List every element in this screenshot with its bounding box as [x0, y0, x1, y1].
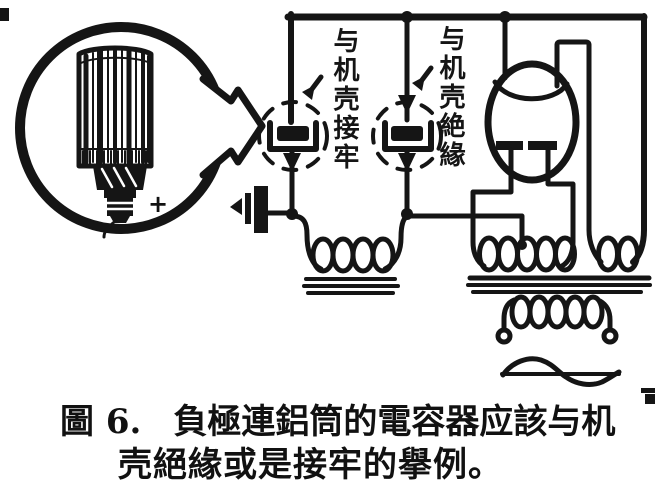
junction-dots — [286, 11, 527, 250]
filament-arc — [492, 79, 570, 102]
top-cap-wire — [554, 39, 604, 265]
pointer-arrow-mask — [203, 79, 263, 175]
primary-terminal — [601, 327, 619, 345]
capacitor-photo — [76, 45, 154, 239]
filter-choke-symbol — [290, 213, 411, 295]
capacitor-lead-wire — [102, 221, 115, 239]
polarity-plus-mark: + — [148, 190, 169, 218]
dashed-highlight-circle — [371, 100, 443, 172]
callout-label-insulate-from-chassis: 与机壳絶緣 — [435, 25, 465, 170]
callout-arrow-right — [412, 65, 434, 91]
chassis-connection-icon — [230, 186, 295, 233]
filter-capacitor-2 — [371, 14, 443, 216]
dashed-highlight-circle — [257, 100, 329, 172]
callout-label-attach-to-chassis: 与机壳接牢 — [329, 27, 359, 172]
arrowhead-icon — [398, 153, 416, 172]
caption-line-2: 壳絕緣或是接牢的擧例。 — [118, 445, 503, 485]
center-tap-wire — [404, 213, 525, 245]
arrowhead-icon — [283, 153, 301, 172]
rectifier-tube-symbol — [470, 14, 604, 269]
caption-line-1: 圖 6. 負極連鋁筒的電容器应該与机 — [60, 394, 615, 443]
plate-left — [496, 141, 523, 150]
inset-circle — [15, 22, 266, 234]
scan-artifact — [0, 8, 655, 404]
arrowhead-icon — [398, 95, 416, 114]
caption-text-1: 負極連鋁筒的電容器应該与机 — [173, 402, 616, 442]
figure-number-label: 圖 6. — [60, 402, 142, 442]
primary-terminal — [495, 327, 513, 345]
power-transformer-symbol — [466, 235, 652, 345]
plate-right — [528, 141, 557, 150]
ac-sine-wave-icon — [500, 356, 622, 387]
filter-capacitor-1 — [257, 11, 329, 216]
callout-arrow-left — [302, 74, 324, 100]
pointer-arrow-icon — [199, 75, 266, 179]
